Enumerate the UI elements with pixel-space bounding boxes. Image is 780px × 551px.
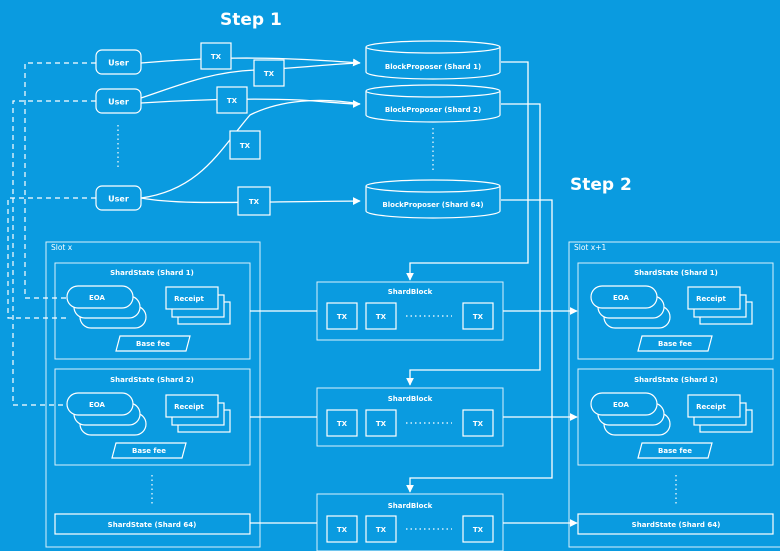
svg-text:User: User bbox=[108, 195, 129, 204]
tx-box: TX bbox=[237, 186, 271, 216]
svg-text:EOA: EOA bbox=[613, 401, 630, 409]
svg-text:ShardBlock: ShardBlock bbox=[388, 395, 433, 403]
user-box-1: User bbox=[95, 49, 142, 75]
shard-block-2: ShardBlock TX TX TX bbox=[316, 387, 504, 447]
base-fee-box: Base fee bbox=[111, 442, 187, 459]
svg-text:TX: TX bbox=[337, 313, 348, 321]
shard-block-1: ShardBlock TX TX TX bbox=[316, 281, 504, 341]
block-proposer-shard64: BlockProposer (Shard 64) bbox=[365, 179, 501, 219]
svg-text:TX: TX bbox=[473, 420, 484, 428]
receipt-stack: Receipt bbox=[165, 286, 231, 325]
svg-text:Receipt: Receipt bbox=[696, 295, 726, 303]
svg-text:TX: TX bbox=[249, 198, 260, 206]
svg-text:ShardState (Shard 1): ShardState (Shard 1) bbox=[634, 269, 718, 277]
receipt-stack: Receipt bbox=[165, 394, 231, 433]
user-box-3: User bbox=[95, 185, 142, 211]
base-fee-box: Base fee bbox=[637, 442, 713, 459]
svg-text:ShardState (Shard 2): ShardState (Shard 2) bbox=[634, 376, 718, 384]
svg-text:BlockProposer (Shard 2): BlockProposer (Shard 2) bbox=[385, 106, 481, 114]
svg-text:ShardBlock: ShardBlock bbox=[388, 288, 433, 296]
svg-text:Slot x+1: Slot x+1 bbox=[574, 243, 606, 252]
svg-text:EOA: EOA bbox=[89, 401, 106, 409]
tx-box: TX bbox=[229, 130, 261, 160]
svg-text:TX: TX bbox=[337, 526, 348, 534]
svg-text:User: User bbox=[108, 59, 129, 68]
svg-text:TX: TX bbox=[211, 53, 222, 61]
state-transition-lines bbox=[250, 307, 578, 527]
shard-state-left-64: ShardState (Shard 64) bbox=[54, 513, 251, 535]
svg-text:ShardBlock: ShardBlock bbox=[388, 502, 433, 510]
svg-text:TX: TX bbox=[240, 142, 251, 150]
svg-text:Base fee: Base fee bbox=[132, 447, 166, 455]
receipt-stack: Receipt bbox=[687, 286, 753, 325]
base-fee-box: Base fee bbox=[637, 335, 713, 352]
svg-text:User: User bbox=[108, 98, 129, 107]
base-fee-box: Base fee bbox=[115, 335, 191, 352]
svg-text:TX: TX bbox=[337, 420, 348, 428]
shard-state-right-1: ShardState (Shard 1) bbox=[577, 262, 774, 360]
eoa-stack: EOA bbox=[66, 392, 147, 436]
svg-text:Base fee: Base fee bbox=[658, 340, 692, 348]
tx-box: TX bbox=[253, 59, 285, 87]
slot-x1-panel: Slot x+1 bbox=[568, 241, 780, 548]
shard-state-right-64: ShardState (Shard 64) bbox=[577, 513, 774, 535]
tx-box: TX bbox=[200, 42, 232, 70]
tx-box: TX bbox=[216, 86, 248, 114]
svg-text:TX: TX bbox=[473, 313, 484, 321]
slot-x-panel: Slot x bbox=[45, 241, 261, 548]
svg-text:TX: TX bbox=[473, 526, 484, 534]
receipt-stack: Receipt bbox=[687, 394, 753, 433]
eoa-stack: EOA bbox=[590, 392, 671, 436]
svg-text:Base fee: Base fee bbox=[136, 340, 170, 348]
user-box-2: User bbox=[95, 88, 142, 114]
svg-text:ShardState (Shard 64): ShardState (Shard 64) bbox=[632, 521, 721, 529]
user-eoa-dashed-links bbox=[7, 62, 96, 406]
svg-text:TX: TX bbox=[264, 70, 275, 78]
svg-text:BlockProposer (Shard 1): BlockProposer (Shard 1) bbox=[385, 63, 481, 71]
svg-text:TX: TX bbox=[376, 526, 387, 534]
svg-text:Receipt: Receipt bbox=[174, 295, 204, 303]
svg-text:ShardState (Shard 1): ShardState (Shard 1) bbox=[110, 269, 194, 277]
block-proposer-shard2: BlockProposer (Shard 2) bbox=[365, 84, 501, 123]
shard-block-64: ShardBlock TX TX TX bbox=[316, 493, 504, 551]
tx-flow-lines bbox=[140, 57, 361, 205]
svg-text:Base fee: Base fee bbox=[658, 447, 692, 455]
eoa-stack: EOA bbox=[590, 285, 671, 329]
svg-text:Slot x: Slot x bbox=[51, 243, 73, 252]
proposer-to-block-lines bbox=[406, 61, 553, 493]
svg-text:BlockProposer (Shard 64): BlockProposer (Shard 64) bbox=[382, 201, 483, 209]
svg-text:Receipt: Receipt bbox=[696, 403, 726, 411]
svg-text:EOA: EOA bbox=[89, 294, 106, 302]
svg-text:TX: TX bbox=[227, 97, 238, 105]
svg-text:EOA: EOA bbox=[613, 294, 630, 302]
svg-text:ShardState (Shard 64): ShardState (Shard 64) bbox=[108, 521, 197, 529]
shard-state-right-2: ShardState (Shard 2) bbox=[577, 368, 774, 466]
eoa-stack: EOA bbox=[66, 285, 147, 329]
step2-title: Step 2 bbox=[570, 175, 632, 195]
block-proposer-shard1: BlockProposer (Shard 1) bbox=[365, 40, 501, 80]
svg-text:TX: TX bbox=[376, 313, 387, 321]
step1-title: Step 1 bbox=[220, 10, 282, 30]
svg-text:Receipt: Receipt bbox=[174, 403, 204, 411]
svg-text:TX: TX bbox=[376, 420, 387, 428]
svg-text:ShardState (Shard 2): ShardState (Shard 2) bbox=[110, 376, 194, 384]
